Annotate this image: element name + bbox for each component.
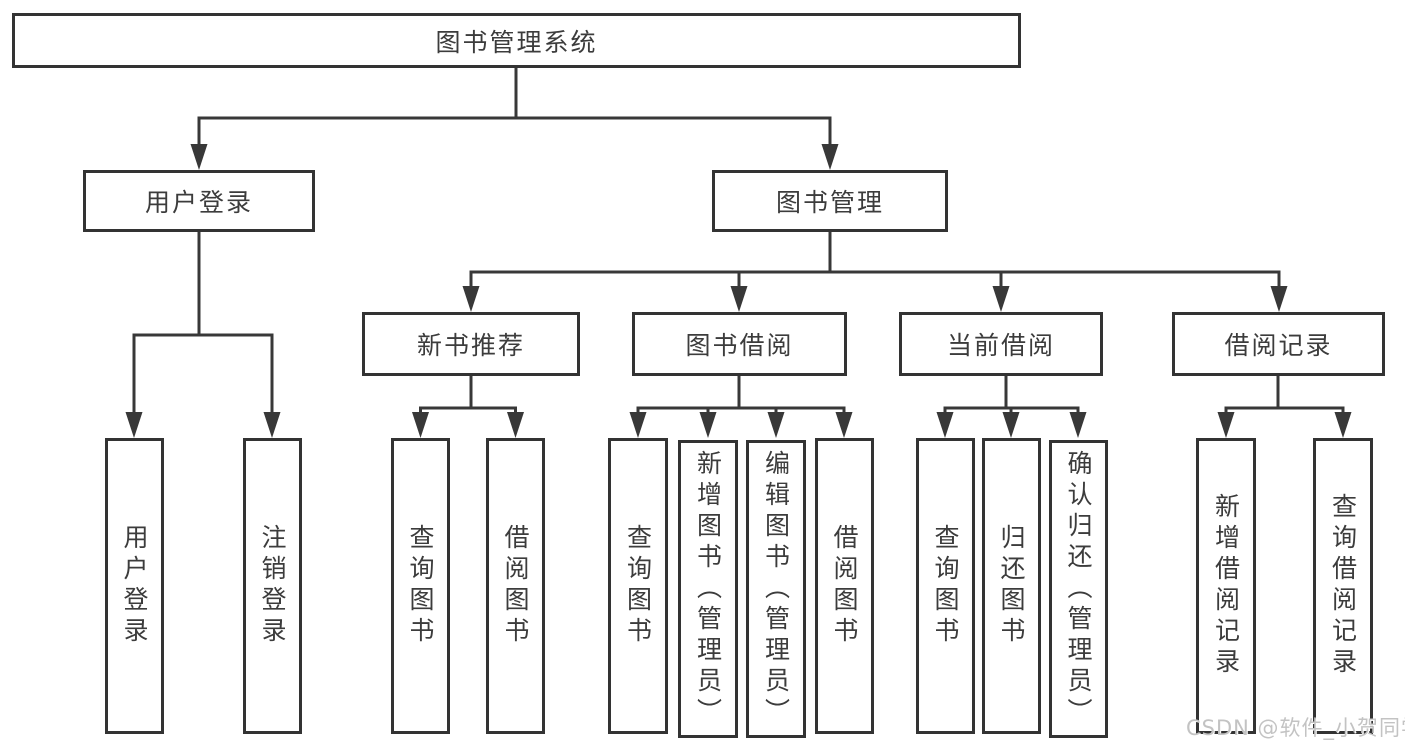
node-new-book-recommend: 新书推荐 bbox=[362, 312, 580, 376]
node-borrow-records: 借阅记录 bbox=[1172, 312, 1385, 376]
leaf-query-borrow-record: 查询借阅记录 bbox=[1313, 438, 1373, 734]
root-node-library-system: 图书管理系统 bbox=[12, 13, 1021, 68]
node-book-management: 图书管理 bbox=[712, 170, 948, 232]
csdn-watermark: CSDN @软件_小贺同学 bbox=[1186, 716, 1405, 740]
leaf-borrow-books-borrowing: 借阅图书 bbox=[815, 438, 874, 734]
node-book-borrowing: 图书借阅 bbox=[632, 312, 847, 376]
leaf-query-books-current: 查询图书 bbox=[916, 438, 975, 734]
leaf-add-book-admin: 新增图书（管理员） bbox=[678, 440, 738, 738]
leaf-borrow-books-recommend: 借阅图书 bbox=[486, 438, 545, 734]
connector-current-borrowing bbox=[936, 376, 1087, 438]
leaf-logout: 注销登录 bbox=[243, 438, 302, 734]
leaf-add-borrow-record: 新增借阅记录 bbox=[1196, 438, 1256, 734]
leaf-confirm-return-admin: 确认归还（管理员） bbox=[1049, 440, 1108, 738]
connector-book-management bbox=[462, 232, 1288, 312]
connector-root bbox=[190, 68, 839, 170]
leaf-query-books-borrowing: 查询图书 bbox=[608, 438, 668, 734]
leaf-user-login: 用户登录 bbox=[105, 438, 164, 734]
node-user-login: 用户登录 bbox=[83, 170, 315, 232]
leaf-return-books: 归还图书 bbox=[982, 438, 1041, 734]
connector-book-borrowing bbox=[629, 376, 853, 438]
connector-borrow-records bbox=[1217, 376, 1352, 438]
leaf-edit-book-admin: 编辑图书（管理员） bbox=[746, 440, 806, 738]
connector-new-book-recommend bbox=[412, 376, 524, 438]
leaf-query-books-recommend: 查询图书 bbox=[391, 438, 450, 734]
connector-user-login bbox=[125, 232, 281, 438]
node-current-borrowing: 当前借阅 bbox=[899, 312, 1103, 376]
